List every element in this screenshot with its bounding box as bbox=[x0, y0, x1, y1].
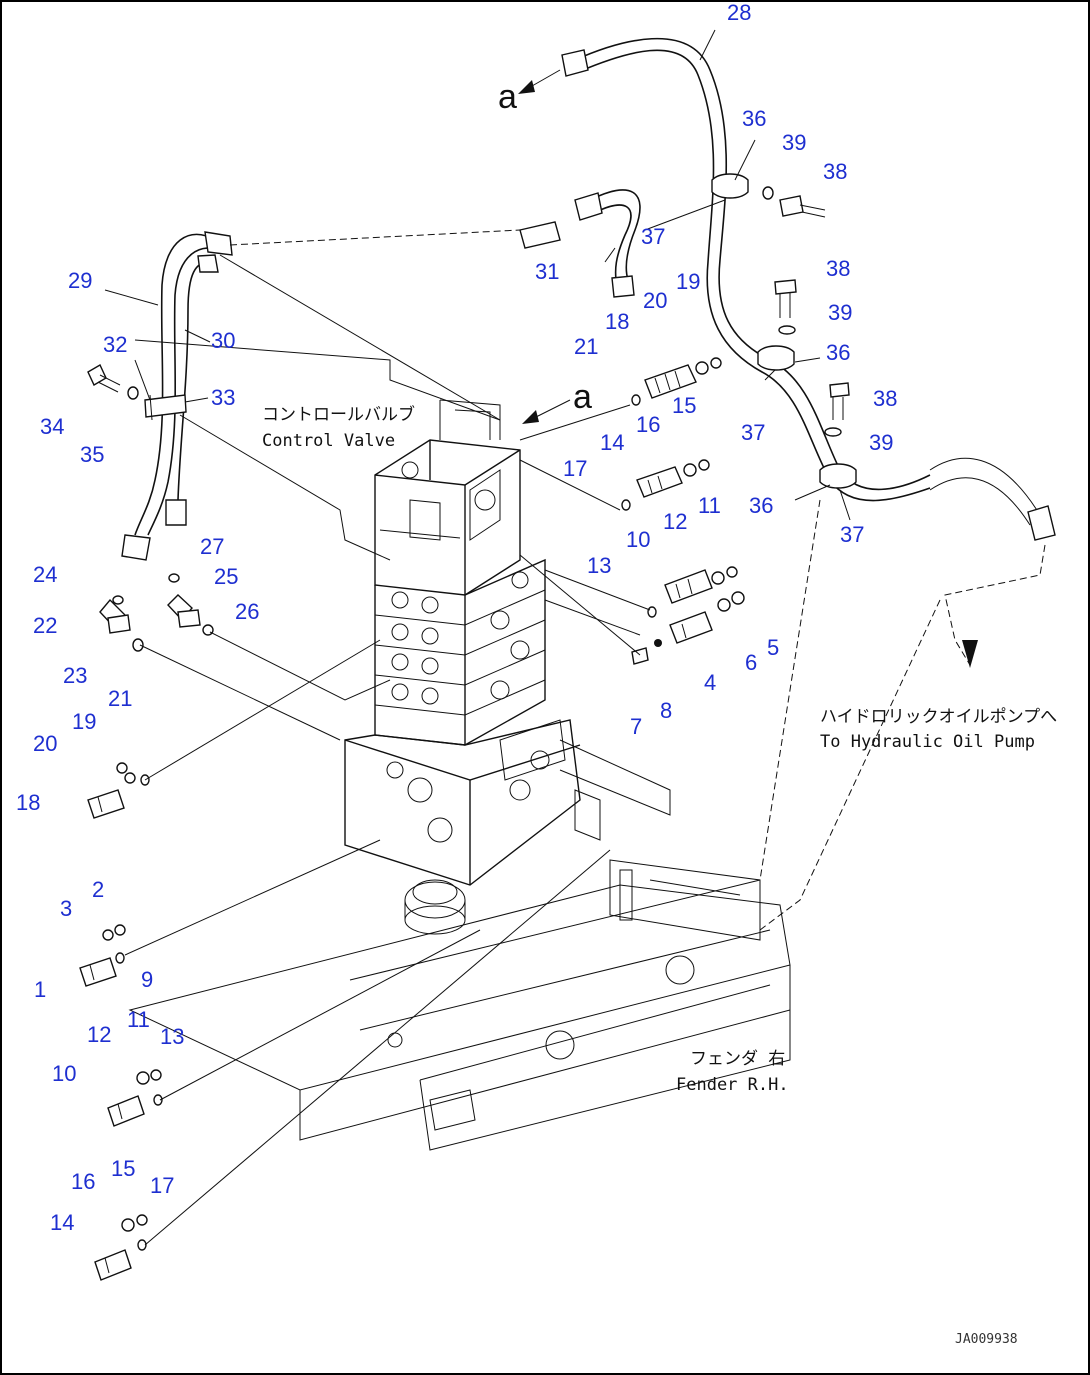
callout-14: 14 bbox=[50, 1210, 74, 1235]
callout-37: 37 bbox=[840, 522, 864, 547]
fender-label-jp: フェンダ 右 bbox=[690, 1049, 785, 1069]
ref-label-a-top: a bbox=[498, 78, 517, 116]
callout-36: 36 bbox=[826, 340, 850, 365]
callout-4: 4 bbox=[704, 670, 716, 695]
clamp-33 bbox=[144, 394, 187, 421]
callout-1: 1 bbox=[34, 977, 46, 1002]
callout-30: 30 bbox=[211, 328, 235, 353]
callout-18: 18 bbox=[605, 309, 629, 334]
ref-arrow-a-top bbox=[518, 69, 561, 94]
callout-37: 37 bbox=[741, 420, 765, 445]
fittings-right bbox=[621, 357, 745, 665]
hose-31 bbox=[519, 189, 641, 298]
callout-27: 27 bbox=[200, 534, 224, 559]
callout-12: 12 bbox=[87, 1022, 111, 1047]
fittings-left bbox=[79, 573, 214, 1281]
callout-17: 17 bbox=[150, 1173, 174, 1198]
callout-11: 11 bbox=[698, 493, 721, 518]
hydraulic-pump-label-jp: ハイドロリックオイルポンプへ bbox=[820, 707, 1057, 727]
callout-21: 21 bbox=[574, 334, 598, 359]
clamps-36-37 bbox=[711, 173, 857, 489]
ref-label-a-mid: a bbox=[573, 378, 592, 416]
callout-21: 21 bbox=[108, 686, 132, 711]
callout-39: 39 bbox=[782, 130, 806, 155]
callout-32: 32 bbox=[103, 332, 127, 357]
callout-39: 39 bbox=[869, 430, 893, 455]
bolt-34-washer-35 bbox=[87, 364, 139, 400]
callout-20: 20 bbox=[33, 731, 57, 756]
callout-36: 36 bbox=[742, 106, 766, 131]
callout-31: 31 bbox=[535, 259, 559, 284]
callout-36: 36 bbox=[749, 493, 773, 518]
callout-25: 25 bbox=[214, 564, 238, 589]
callout-16: 16 bbox=[71, 1169, 95, 1194]
callout-17: 17 bbox=[563, 456, 587, 481]
callout-35: 35 bbox=[80, 442, 104, 467]
callout-13: 13 bbox=[587, 553, 611, 578]
callout-24: 24 bbox=[33, 562, 57, 587]
callout-15: 15 bbox=[111, 1156, 135, 1181]
callout-19: 19 bbox=[72, 709, 96, 734]
control-valve-drawing bbox=[344, 399, 671, 935]
callout-14: 14 bbox=[600, 430, 624, 455]
callout-34: 34 bbox=[40, 414, 64, 439]
callout-38: 38 bbox=[873, 386, 897, 411]
leader-lines bbox=[104, 29, 1046, 1246]
bolts-38-washers-39 bbox=[762, 186, 850, 437]
callout-38: 38 bbox=[826, 256, 850, 281]
hydraulic-pump-label-en: To Hydraulic Oil Pump bbox=[820, 732, 1035, 752]
callout-18: 18 bbox=[16, 790, 40, 815]
hose-29-30 bbox=[121, 231, 233, 561]
ref-arrow-a-mid bbox=[522, 399, 571, 424]
callout-28: 28 bbox=[727, 0, 751, 25]
callout-39: 39 bbox=[828, 300, 852, 325]
callout-15: 15 bbox=[672, 393, 696, 418]
callout-20: 20 bbox=[643, 288, 667, 313]
callout-10: 10 bbox=[52, 1061, 76, 1086]
callout-8: 8 bbox=[660, 698, 672, 723]
callout-26: 26 bbox=[235, 599, 259, 624]
callout-2: 2 bbox=[92, 877, 104, 902]
hose-28 bbox=[561, 37, 1056, 541]
callout-22: 22 bbox=[33, 613, 57, 638]
callout-33: 33 bbox=[211, 385, 235, 410]
callout-12: 12 bbox=[663, 509, 687, 534]
callout-23: 23 bbox=[63, 663, 87, 688]
callout-19: 19 bbox=[676, 269, 700, 294]
callout-6: 6 bbox=[745, 650, 757, 675]
callout-5: 5 bbox=[767, 635, 779, 660]
fender-label-en: Fender R.H. bbox=[676, 1075, 789, 1095]
control-valve-label-jp: コントロールバルブ bbox=[262, 404, 415, 425]
callout-13: 13 bbox=[160, 1024, 184, 1049]
callout-numbers: 28 36 39 38 37 31 38 39 36 29 30 32 33 3… bbox=[16, 0, 897, 1235]
callout-3: 3 bbox=[60, 896, 72, 921]
callout-38: 38 bbox=[823, 159, 847, 184]
fender-frame-drawing bbox=[128, 859, 791, 1151]
callout-9: 9 bbox=[141, 967, 153, 992]
callout-11: 11 bbox=[127, 1007, 150, 1032]
callout-37: 37 bbox=[641, 224, 665, 249]
drawing-id: JA009938 bbox=[955, 1332, 1018, 1347]
callout-16: 16 bbox=[636, 412, 660, 437]
callout-29: 29 bbox=[68, 268, 92, 293]
callout-7: 7 bbox=[630, 714, 642, 739]
control-valve-label-en: Control Valve bbox=[262, 431, 395, 451]
callout-10: 10 bbox=[626, 527, 650, 552]
